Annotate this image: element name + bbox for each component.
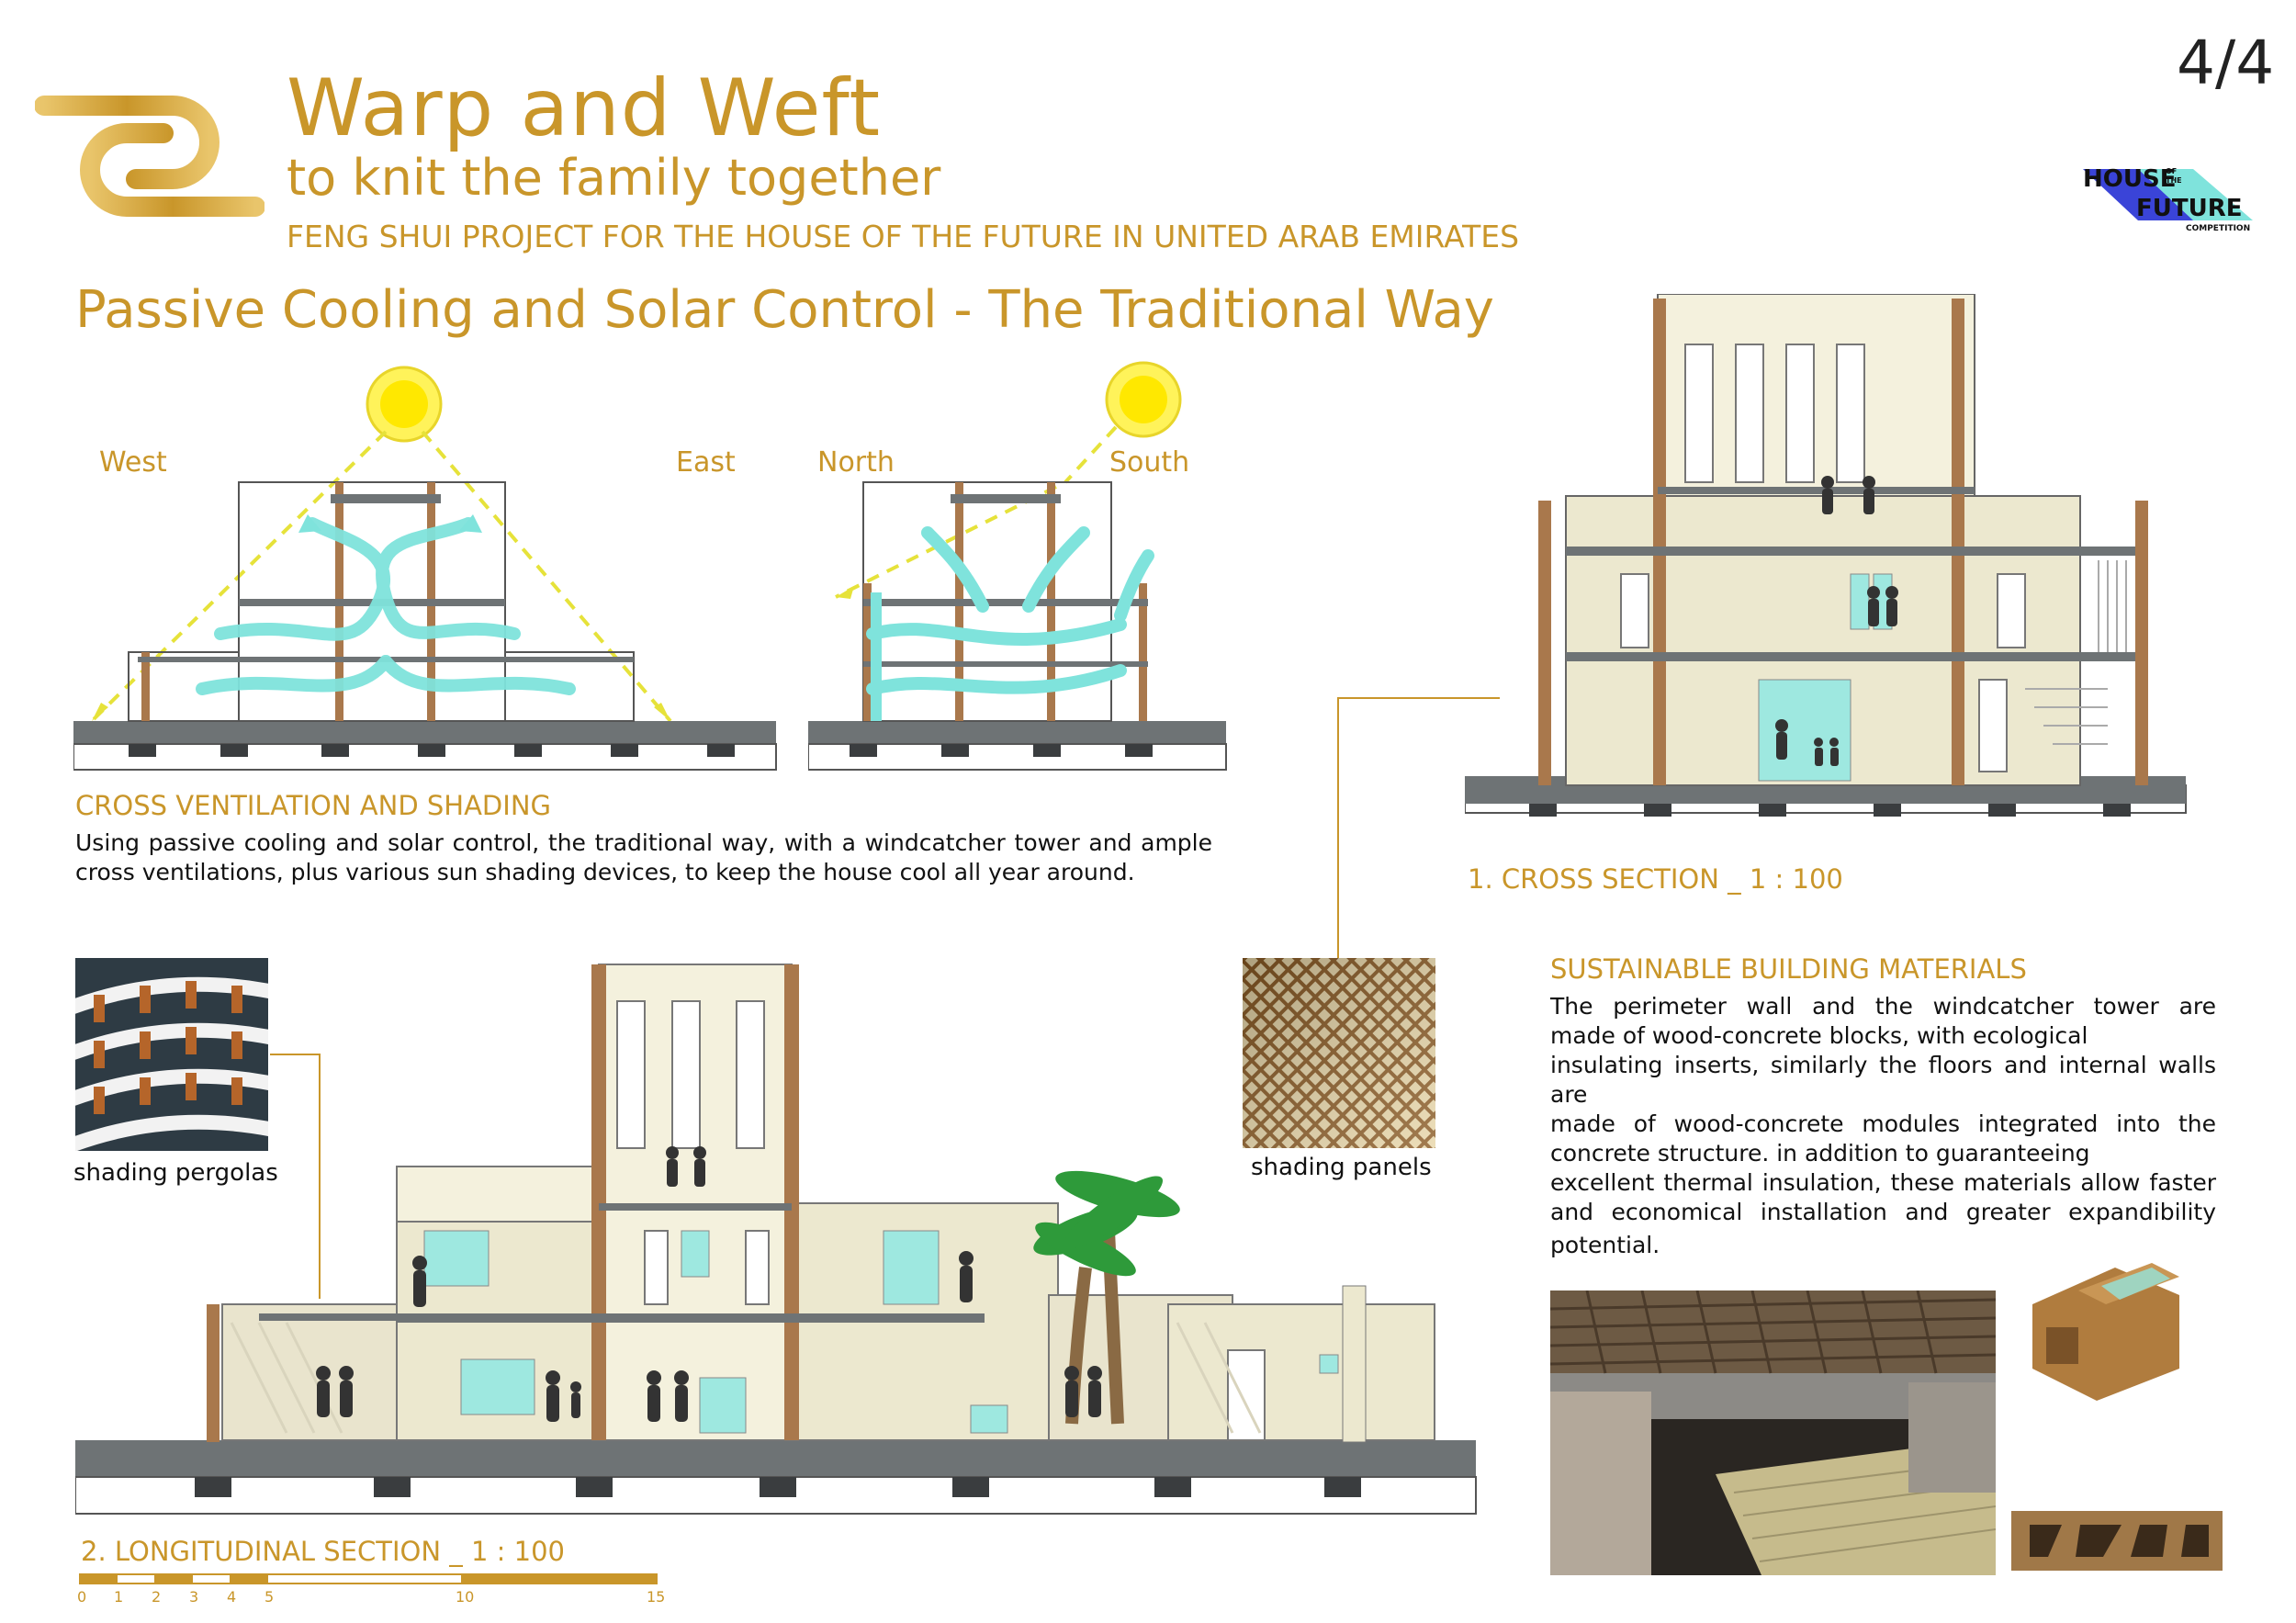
scale-bar: 0 1 2 3 4 5 10 15 [77, 1573, 665, 1610]
scale-tick: 10 [456, 1588, 475, 1606]
shading-panels-photo [1243, 958, 1435, 1148]
section-title: Passive Cooling and Solar Control - The … [75, 280, 1494, 340]
logo-word-the: THE [2166, 176, 2182, 185]
sustainable-heading: SUSTAINABLE BUILDING MATERIALS [1550, 953, 2027, 985]
scale-tick: 1 [114, 1588, 124, 1606]
pergola-connector-line [270, 1054, 321, 1299]
cross-ventilation-text: Using passive cooling and solar control,… [75, 829, 1212, 885]
cross-ventilation-heading: CROSS VENTILATION AND SHADING [75, 790, 551, 821]
construction-site-photo [1550, 1291, 1996, 1575]
insulating-insert-block-photo [2011, 1502, 2227, 1575]
logo-word-future: FUTURE [2136, 195, 2243, 222]
sustainable-line: made of wood-concrete blocks, with ecolo… [1550, 1022, 2088, 1049]
poster-subtitle: to knit the family together [287, 149, 941, 207]
poster-title: Warp and Weft [287, 62, 882, 154]
sustainable-text: The perimeter wall and the windcatcher t… [1550, 992, 2216, 1260]
sustainable-line: and economical installation and greater … [1550, 1199, 2216, 1225]
sustainable-line: insulating inserts, similarly the floors… [1550, 1052, 2216, 1108]
scale-tick: 4 [227, 1588, 237, 1606]
project-line: FENG SHUI PROJECT FOR THE HOUSE OF THE F… [287, 219, 1520, 254]
page-number: 4/4 [2177, 28, 2275, 98]
sustainable-line: potential. [1550, 1232, 1660, 1258]
sun-icon [366, 366, 443, 443]
sun-icon [1105, 361, 1182, 438]
wood-concrete-block-photo [2014, 1249, 2189, 1405]
label-east: East [676, 446, 736, 479]
longitudinal-section-label: 2. LONGITUDINAL SECTION _ 1 : 100 [81, 1536, 565, 1567]
logo-word-house: HOUSE [2083, 165, 2177, 193]
scale-tick: 5 [264, 1588, 275, 1606]
label-south: South [1109, 446, 1190, 479]
logo-word-of: OF [2166, 167, 2178, 175]
north-south-ventilation-diagram [808, 361, 1227, 771]
longitudinal-section-drawing [75, 964, 1477, 1515]
shading-pergolas-caption: shading pergolas [73, 1159, 278, 1187]
scale-tick: 3 [189, 1588, 199, 1606]
label-west: West [99, 446, 167, 479]
cross-section-drawing [1465, 294, 2187, 817]
scale-tick: 15 [647, 1588, 666, 1606]
west-east-ventilation-diagram [73, 366, 777, 771]
sustainable-line: made of wood-concrete modules integrated… [1550, 1110, 2216, 1137]
shading-panels-caption: shading panels [1251, 1154, 1432, 1181]
sustainable-line: The perimeter wall and the windcatcher t… [1550, 993, 2216, 1020]
label-north: North [817, 446, 895, 479]
cross-section-label: 1. CROSS SECTION _ 1 : 100 [1468, 863, 1843, 895]
warp-weft-knot-logo [35, 40, 264, 272]
sustainable-line: concrete structure. in addition to guara… [1550, 1140, 2090, 1167]
scale-tick: 2 [152, 1588, 162, 1606]
sustainable-line: excellent thermal insulation, these mate… [1550, 1169, 2216, 1196]
scale-tick: 0 [77, 1588, 87, 1606]
logo-word-competition: COMPETITION [2186, 224, 2251, 233]
shading-pergolas-photo [75, 958, 268, 1151]
house-of-the-future-logo: HOUSE OF THE FUTURE COMPETITION [2083, 165, 2257, 239]
connector-line [1337, 697, 1500, 963]
